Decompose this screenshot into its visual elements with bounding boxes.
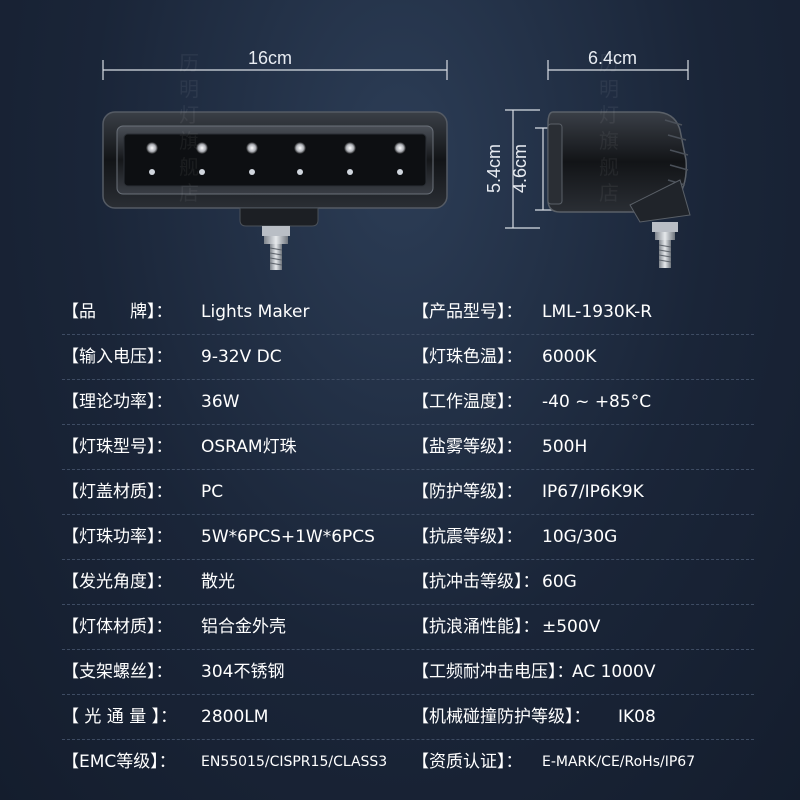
spec-label: 【灯珠功率】：: [62, 527, 173, 547]
spec-label: 【抗浪涌性能】：: [412, 617, 540, 637]
side-width-label: 6.4cm: [588, 48, 638, 68]
spec-label: 【工频耐冲击电压】：: [412, 662, 574, 682]
watermark-right: 历明灯旗舰店: [599, 51, 619, 205]
spec-value: IP67/IP6K9K: [542, 482, 644, 502]
spec-value: Lights Maker: [201, 302, 310, 322]
spec-value: 散光: [201, 572, 235, 592]
spec-value: 6000K: [542, 347, 597, 367]
spec-label: 【品 牌】：: [62, 302, 173, 322]
spec-row: 【支架螺丝】： 304不锈钢 【工频耐冲击电压】： AC 1000V: [62, 650, 754, 695]
spec-label: 【抗震等级】：: [412, 527, 523, 547]
spec-label: 【 光 通 量 】：: [62, 707, 178, 727]
spec-value: 500H: [542, 437, 588, 457]
spec-table: 【品 牌】： Lights Maker 【产品型号】： LML-1930K-R …: [62, 290, 754, 784]
spec-row: 【品 牌】： Lights Maker 【产品型号】： LML-1930K-R: [62, 290, 754, 335]
spec-label: 【灯珠色温】：: [412, 347, 523, 367]
side-view-light: [547, 111, 691, 268]
dimension-drawing: [102, 60, 691, 270]
spec-row: 【发光角度】： 散光 【抗冲击等级】： 60G: [62, 560, 754, 605]
spec-label: 【发光角度】：: [62, 572, 173, 592]
spec-label: 【输入电压】：: [62, 347, 173, 367]
spec-row: 【理论功率】： 36W 【工作温度】： -40 ~ +85°C: [62, 380, 754, 425]
product-illustration: 16cm 6.4cm 5.4cm 4.6cm: [0, 0, 800, 290]
spec-value: PC: [201, 482, 224, 502]
spec-value: OSRAM灯珠: [201, 437, 297, 457]
spec-label: 【EMC等级】：: [62, 752, 176, 772]
spec-value: 10G/30G: [542, 527, 618, 547]
led-row: [146, 142, 406, 175]
front-width-label: 16cm: [248, 48, 293, 68]
spec-label: 【防护等级】：: [412, 482, 523, 502]
spec-row: 【 光 通 量 】： 2800LM 【机械碰撞防护等级】： IK08: [62, 695, 754, 740]
spec-value: -40 ~ +85°C: [542, 392, 652, 412]
spec-label: 【盐雾等级】：: [412, 437, 523, 457]
spec-value: 304不锈钢: [201, 662, 285, 682]
spec-row: 【灯盖材质】： PC 【防护等级】： IP67/IP6K9K: [62, 470, 754, 515]
side-dimensions: [505, 60, 689, 229]
watermark-left: 历明灯旗舰店: [179, 51, 199, 205]
spec-value: 铝合金外壳: [201, 617, 286, 637]
spec-label: 【资质认证】：: [412, 752, 523, 772]
spec-label: 【灯体材质】：: [62, 617, 173, 637]
side-height-outer-label: 5.4cm: [484, 143, 505, 194]
spec-value: AC 1000V: [572, 662, 656, 682]
spec-row: 【灯珠功率】： 5W*6PCS+1W*6PCS 【抗震等级】： 10G/30G: [62, 515, 754, 560]
spec-label: 【支架螺丝】：: [62, 662, 173, 682]
spec-row: 【灯体材质】： 铝合金外壳 【抗浪涌性能】： ±500V: [62, 605, 754, 650]
spec-value: E-MARK/CE/RoHs/IP67: [542, 754, 696, 770]
spec-row: 【EMC等级】： EN55015/CISPR15/CLASS3 【资质认证】： …: [62, 740, 754, 784]
spec-row: 【输入电压】： 9-32V DC 【灯珠色温】： 6000K: [62, 335, 754, 380]
spec-value: IK08: [618, 707, 656, 727]
spec-value: 5W*6PCS+1W*6PCS: [201, 527, 375, 547]
side-height-inner-label: 4.6cm: [510, 143, 531, 194]
front-view-light: [102, 111, 448, 270]
spec-value: ±500V: [542, 617, 601, 637]
spec-value: 2800LM: [201, 707, 269, 727]
spec-label: 【抗冲击等级】：: [412, 572, 540, 592]
spec-row: 【灯珠型号】： OSRAM灯珠 【盐雾等级】： 500H: [62, 425, 754, 470]
spec-label: 【理论功率】：: [62, 392, 173, 412]
spec-label: 【机械碰撞防护等级】：: [412, 707, 591, 727]
spec-value: EN55015/CISPR15/CLASS3: [201, 754, 388, 770]
spec-label: 【灯盖材质】：: [62, 482, 173, 502]
spec-label: 【产品型号】：: [412, 302, 523, 322]
spec-value: 60G: [542, 572, 577, 592]
spec-label: 【灯珠型号】：: [62, 437, 173, 457]
spec-value: 36W: [201, 392, 240, 412]
spec-value: LML-1930K-R: [542, 302, 653, 322]
front-width-dimension: [102, 60, 448, 80]
spec-value: 9-32V DC: [201, 347, 282, 367]
spec-label: 【工作温度】：: [412, 392, 523, 412]
